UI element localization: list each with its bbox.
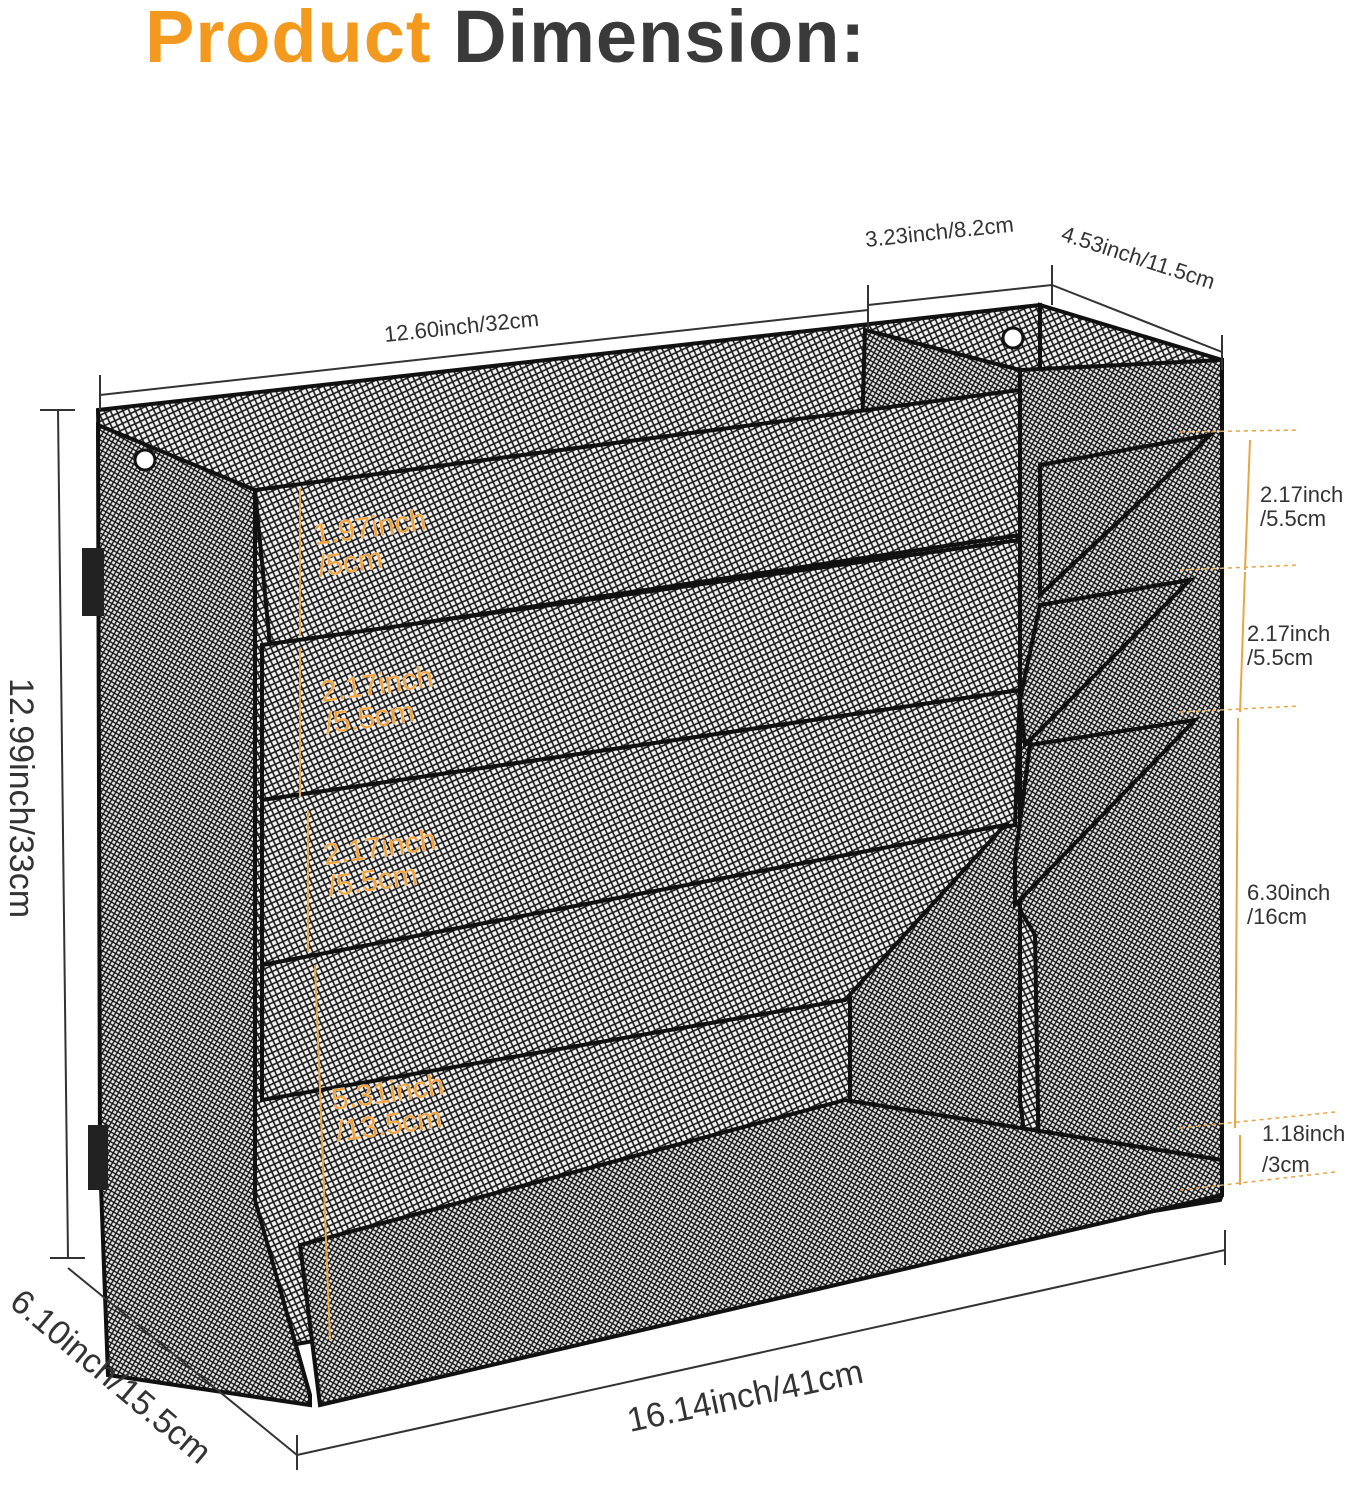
title-word-product: Product bbox=[145, 0, 432, 78]
organizer-illustration bbox=[82, 302, 1224, 1408]
label-height: 12.99inch/33cm bbox=[2, 678, 40, 918]
side-gap-3: 6.30inch /16cm bbox=[1247, 880, 1330, 929]
title-word-dimension: Dimension: bbox=[453, 0, 867, 78]
label-side-depth: 4.53inch/11.5cm bbox=[1058, 221, 1218, 294]
hinge-top bbox=[82, 548, 104, 616]
side-gap-4: 1.18inch /3cm bbox=[1262, 1121, 1345, 1177]
side-tier-2 bbox=[1017, 577, 1196, 750]
front-gap-markers bbox=[299, 488, 331, 1341]
page-title: Product Dimension: bbox=[145, 0, 866, 79]
side-gap-3-inch: 6.30inch bbox=[1247, 880, 1330, 905]
outer-dimension-lines bbox=[40, 265, 1226, 1470]
side-gap-4-inch: 1.18inch bbox=[1262, 1121, 1345, 1146]
side-gap-1-inch: 2.17inch bbox=[1260, 482, 1343, 507]
hanging-hole-right bbox=[1001, 326, 1025, 350]
side-gap-3-cm: /16cm bbox=[1247, 904, 1307, 929]
side-gap-2-cm: /5.5cm bbox=[1247, 645, 1313, 670]
side-gap-4-cm: /3cm bbox=[1262, 1152, 1310, 1177]
side-gap-markers bbox=[1179, 429, 1336, 1191]
left-side-panel bbox=[95, 422, 312, 1408]
tier-3 bbox=[260, 687, 1023, 968]
side-gap-1-cm: /5.5cm bbox=[1260, 506, 1326, 531]
side-gap-2-inch: 2.17inch bbox=[1247, 621, 1330, 646]
hinge-bottom bbox=[88, 1125, 108, 1190]
hanging-hole-left bbox=[133, 448, 157, 472]
side-tier-3 bbox=[1013, 717, 1201, 910]
side-gap-1: 2.17inch /5.5cm bbox=[1260, 482, 1343, 531]
base-tray bbox=[297, 1097, 1224, 1408]
tier-1 bbox=[252, 387, 1022, 648]
label-side-step: 3.23inch/8.2cm bbox=[864, 212, 1015, 252]
label-base-width: 16.14inch/41cm bbox=[624, 1353, 867, 1440]
tier-4 bbox=[260, 821, 1011, 1103]
side-gap-2: 2.17inch /5.5cm bbox=[1247, 621, 1330, 670]
side-tier-1 bbox=[1038, 431, 1216, 600]
label-top-width: 12.60inch/32cm bbox=[383, 306, 540, 347]
